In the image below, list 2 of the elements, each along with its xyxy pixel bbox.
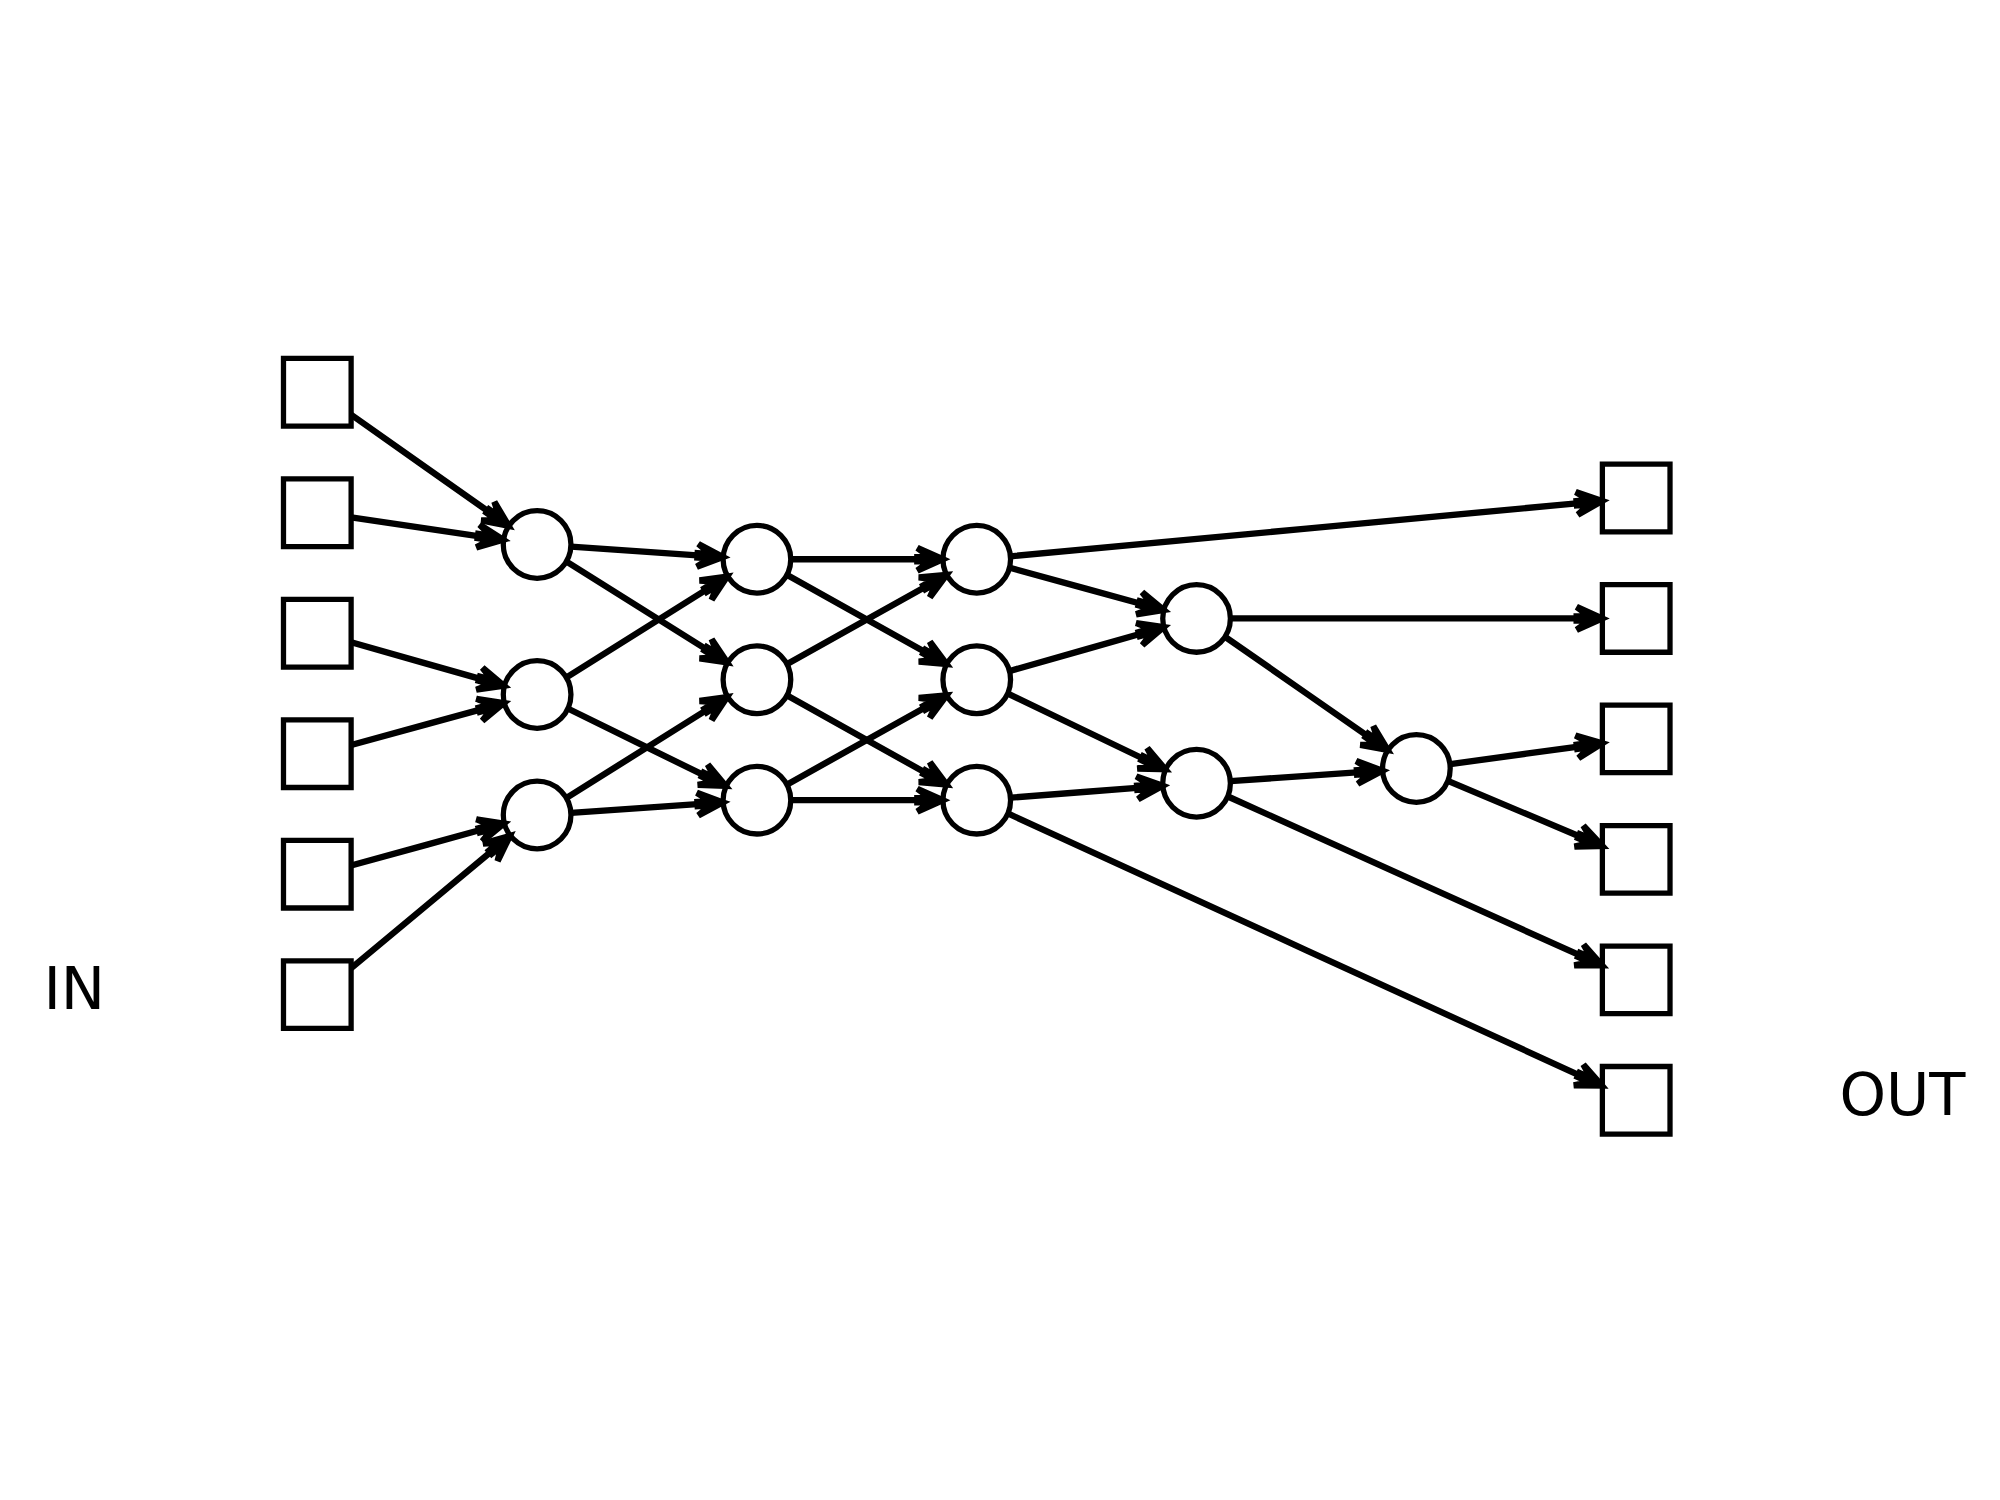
label: OUT [1839,1059,1966,1129]
label: IN [43,954,106,1024]
